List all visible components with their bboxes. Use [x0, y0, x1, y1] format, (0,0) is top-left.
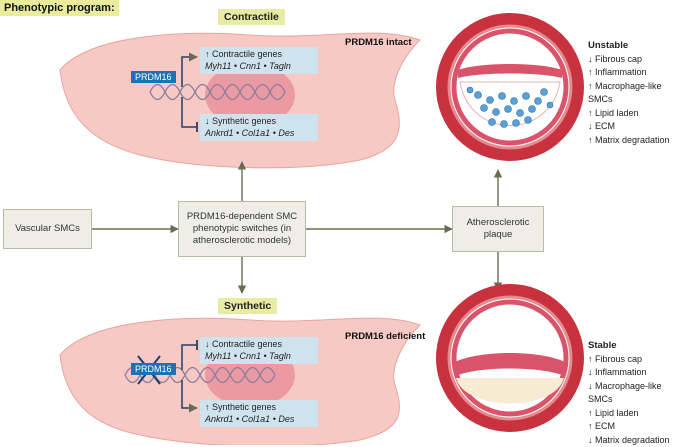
unstable-title: Unstable	[588, 39, 685, 53]
top-upregulated-genes: ↑ Contractile genes Myh11 • Cnn1 • Tagln	[200, 47, 318, 74]
unstable-artery	[442, 19, 578, 155]
bottom-up-title: ↑ Synthetic genes	[205, 402, 313, 414]
unstable-item: ↑ Matrix degradation	[588, 134, 685, 148]
bottom-downregulated-genes: ↓ Contractile genes Myh11 • Cnn1 • Tagln	[200, 337, 318, 364]
stable-item: ↑ Fibrous cap	[588, 353, 685, 367]
bottom-down-title: ↓ Contractile genes	[205, 339, 313, 351]
stable-item: ↓ Macrophage-like SMCs	[588, 380, 685, 407]
phenotypic-switch-box: PRDM16-dependent SMC phenotypic switches…	[178, 201, 306, 257]
unstable-item: ↑ Macrophage-like SMCs	[588, 80, 685, 107]
stable-item: ↑ ECM	[588, 420, 685, 434]
plaque-line-2: plaque	[484, 229, 513, 241]
stable-artery	[442, 290, 578, 426]
top-down-title: ↓ Synthetic genes	[205, 116, 313, 128]
stable-title: Stable	[588, 339, 685, 353]
program-header: Phenotypic program:	[0, 0, 119, 16]
stable-item: ↓ Inflammation	[588, 366, 685, 380]
stable-item: ↑ Lipid laden	[588, 407, 685, 421]
bottom-down-genes: Myh11 • Cnn1 • Tagln	[205, 351, 313, 363]
top-downregulated-genes: ↓ Synthetic genes Ankrd1 • Col1a1 • Des	[200, 114, 318, 141]
top-up-title: ↑ Contractile genes	[205, 49, 313, 61]
plaque-line-1: Atherosclerotic	[467, 217, 530, 229]
unstable-list: Unstable ↓ Fibrous cap ↑ Inflammation ↑ …	[588, 39, 685, 147]
prdm16-intact-label: PRDM16 intact	[345, 37, 412, 48]
unstable-item: ↑ Lipid laden	[588, 107, 685, 121]
bottom-upregulated-genes: ↑ Synthetic genes Ankrd1 • Col1a1 • Des	[200, 400, 318, 427]
prdm16-deficient-label: PRDM16 deficient	[345, 331, 425, 342]
top-down-genes: Ankrd1 • Col1a1 • Des	[205, 128, 313, 140]
unstable-item: ↓ ECM	[588, 120, 685, 134]
unstable-item: ↑ Inflammation	[588, 66, 685, 80]
vascular-smcs-box: Vascular SMCs	[3, 209, 92, 249]
top-up-genes: Myh11 • Cnn1 • Tagln	[205, 61, 313, 73]
synthetic-tag: Synthetic	[218, 298, 277, 314]
center-line-3: atherosclerotic models)	[193, 235, 291, 247]
prdm16-badge-top: PRDM16	[131, 71, 176, 83]
bottom-up-genes: Ankrd1 • Col1a1 • Des	[205, 414, 313, 426]
contractile-tag: Contractile	[218, 9, 285, 25]
unstable-item: ↓ Fibrous cap	[588, 53, 685, 67]
center-line-2: phenotypic switches (in	[193, 223, 291, 235]
stable-list: Stable ↑ Fibrous cap ↓ Inflammation ↓ Ma…	[588, 339, 685, 447]
atherosclerotic-plaque-box: Atherosclerotic plaque	[452, 206, 544, 252]
center-line-1: PRDM16-dependent SMC	[187, 211, 297, 223]
prdm16-badge-bottom: PRDM16	[131, 363, 176, 375]
